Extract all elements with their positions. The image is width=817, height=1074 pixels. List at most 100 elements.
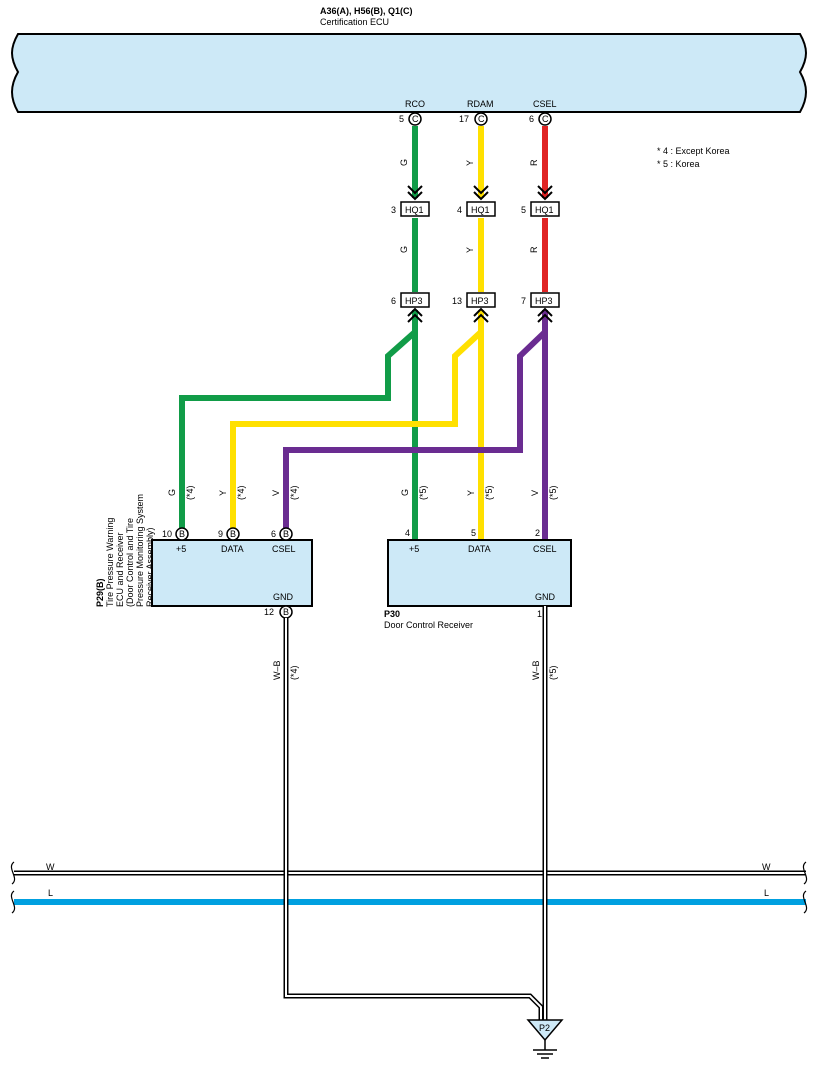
ecu-pin-rco: C 5 bbox=[399, 112, 422, 126]
pin-label-csel: CSEL bbox=[533, 99, 557, 109]
p29-pin-10: B 10 bbox=[162, 527, 189, 541]
p29-desc-line-2: ECU and Receiver bbox=[115, 532, 125, 607]
p29-note-v: (*4) bbox=[289, 485, 299, 500]
p30-pin-2-num: 2 bbox=[535, 528, 540, 538]
p30-label-csel: CSEL bbox=[533, 544, 557, 554]
ecu-pin-csel-num: 6 bbox=[529, 114, 534, 124]
p30-pin-5-num: 5 bbox=[471, 528, 476, 538]
hq1-pin-r: 5 bbox=[521, 205, 526, 215]
ecu-pin-rdam: C 17 bbox=[459, 112, 488, 126]
p30-wire-y: Y bbox=[466, 490, 476, 496]
p29-desc-line-3: (Door Control and Tire bbox=[125, 518, 135, 607]
ecu-pin-rco-conn: C bbox=[412, 114, 419, 124]
bus-label-w-right: W bbox=[762, 862, 771, 872]
ecu-name: Certification ECU bbox=[320, 17, 389, 27]
wire-wb-p29-outer bbox=[283, 618, 544, 1020]
ground-point-p2: P2 bbox=[526, 1019, 564, 1059]
wire-v-p29 bbox=[283, 329, 548, 528]
certification-ecu-box bbox=[11, 33, 807, 113]
ecu-title: A36(A), H56(B), Q1(C) bbox=[320, 6, 413, 16]
p29-note-g: (*4) bbox=[185, 485, 195, 500]
hq1-label-r: HQ1 bbox=[535, 205, 554, 215]
p29-label-gnd: GND bbox=[273, 592, 294, 602]
legend-korea: * 5 : Korea bbox=[657, 159, 700, 169]
p30-label-data: DATA bbox=[468, 544, 491, 554]
p30-code: P30 bbox=[384, 609, 400, 619]
p29-desc-line-1: Tire Pressure Warning bbox=[105, 518, 115, 607]
ground-label: P2 bbox=[539, 1023, 550, 1033]
p30-wire-v: V bbox=[530, 490, 540, 496]
hp3-pin-y: 13 bbox=[452, 296, 462, 306]
hq1-pin-y: 4 bbox=[457, 205, 462, 215]
ecu-pin-rco-num: 5 bbox=[399, 114, 404, 124]
bus-break-left bbox=[10, 861, 16, 914]
p29-label-data: DATA bbox=[221, 544, 244, 554]
p29-gnd-wire: W–B bbox=[272, 660, 282, 680]
p29-pin-9-num: 9 bbox=[218, 529, 223, 539]
bus-label-w-left: W bbox=[46, 862, 55, 872]
ecu-pin-rdam-num: 17 bbox=[459, 114, 469, 124]
wire-g-p29 bbox=[179, 329, 417, 528]
hp3-label-y: HP3 bbox=[471, 296, 489, 306]
wire-code-g-mid: G bbox=[399, 246, 409, 253]
p30-note-v: (*5) bbox=[548, 485, 558, 500]
p29-pin-12-num: 12 bbox=[264, 607, 274, 617]
p29-note-y: (*4) bbox=[236, 485, 246, 500]
p29-pin-6-num: 6 bbox=[271, 529, 276, 539]
p29-pin-10-conn: B bbox=[179, 529, 185, 539]
wire-wb-p29-inner bbox=[285, 618, 542, 1020]
hq1-connector-y: HQ1 4 bbox=[457, 185, 496, 217]
wire-code-y-mid: Y bbox=[465, 247, 475, 253]
hp3-connector-g: HP3 6 bbox=[391, 292, 430, 323]
wire-wb-crossing bbox=[283, 860, 548, 915]
p30-wire-g: G bbox=[400, 489, 410, 496]
pin-label-rdam: RDAM bbox=[467, 99, 494, 109]
wire-code-r-mid: R bbox=[529, 246, 539, 253]
hp3-connector-r: HP3 7 bbox=[521, 292, 560, 323]
p29-desc-line-4: Pressure Monitoring System bbox=[135, 494, 145, 607]
wire-code-r-top: R bbox=[529, 159, 539, 166]
ecu-pin-csel-conn: C bbox=[542, 114, 549, 124]
ecu-pin-rdam-conn: C bbox=[478, 114, 485, 124]
p30-note-y: (*5) bbox=[484, 485, 494, 500]
hq1-pin-g: 3 bbox=[391, 205, 396, 215]
p30-label-plus5: +5 bbox=[409, 544, 419, 554]
p30-note-g: (*5) bbox=[418, 485, 428, 500]
p29-wire-y: Y bbox=[218, 490, 228, 496]
legend-except-korea: * 4 : Except Korea bbox=[657, 146, 730, 156]
pin-label-rco: RCO bbox=[405, 99, 425, 109]
wire-y-p29 bbox=[230, 329, 484, 528]
p29-pin-12: B 12 bbox=[264, 605, 293, 619]
p30-gnd-note: (*5) bbox=[548, 665, 558, 680]
p30-box bbox=[387, 539, 572, 607]
hp3-label-g: HP3 bbox=[405, 296, 423, 306]
hp3-connector-y: HP3 13 bbox=[452, 292, 496, 323]
wire-code-g-top: G bbox=[399, 159, 409, 166]
bus-label-l-right: L bbox=[764, 888, 769, 898]
bus-break-right bbox=[802, 861, 808, 914]
p29-pin-6-conn: B bbox=[283, 529, 289, 539]
p30-pin-4-num: 4 bbox=[405, 528, 410, 538]
p30-label-gnd: GND bbox=[535, 592, 556, 602]
hp3-pin-r: 7 bbox=[521, 296, 526, 306]
p29-pin-10-num: 10 bbox=[162, 529, 172, 539]
p29-desc-line-5: Receiver Assembly) bbox=[145, 527, 155, 607]
hp3-pin-g: 6 bbox=[391, 296, 396, 306]
p29-label-plus5: +5 bbox=[176, 544, 186, 554]
hp3-label-r: HP3 bbox=[535, 296, 553, 306]
p29-code: P29(B) bbox=[95, 578, 105, 607]
p29-gnd-note: (*4) bbox=[289, 665, 299, 680]
p29-pin-12-conn: B bbox=[283, 607, 289, 617]
hq1-connector-g: HQ1 3 bbox=[391, 185, 430, 217]
wire-code-y-top: Y bbox=[465, 160, 475, 166]
hq1-label-y: HQ1 bbox=[471, 205, 490, 215]
hq1-label-g: HQ1 bbox=[405, 205, 424, 215]
p29-wire-g: G bbox=[167, 489, 177, 496]
p29-label-csel: CSEL bbox=[272, 544, 296, 554]
p30-name: Door Control Receiver bbox=[384, 620, 473, 630]
hq1-connector-r: HQ1 5 bbox=[521, 185, 560, 217]
bus-label-l-left: L bbox=[48, 888, 53, 898]
p29-pin-9: B 9 bbox=[218, 527, 240, 541]
p30-pin-1-num: 1 bbox=[537, 609, 542, 619]
